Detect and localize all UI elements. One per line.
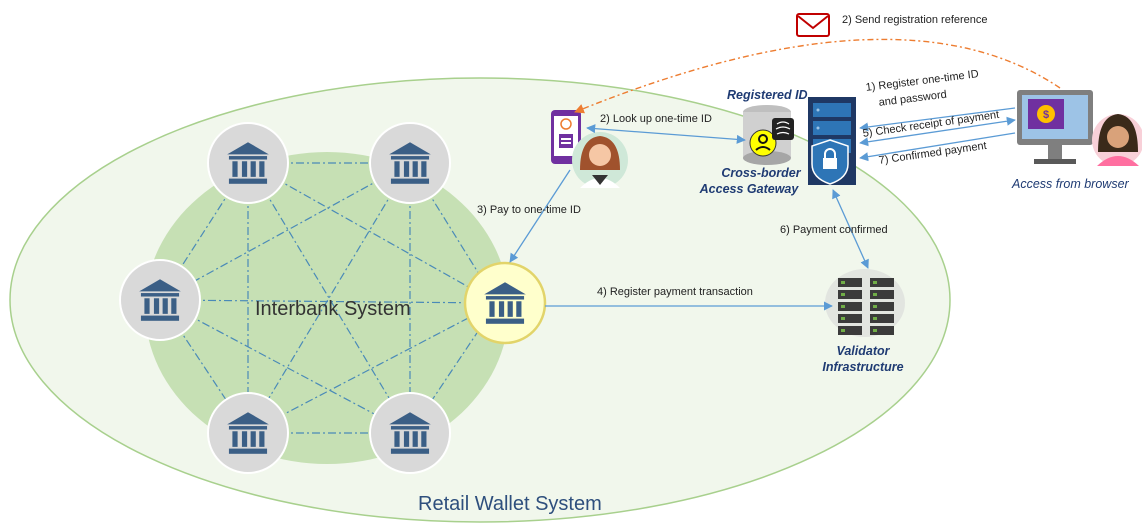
registered-id-label: Registered ID xyxy=(727,88,808,102)
database-icon xyxy=(743,105,794,165)
monitor-icon: $ xyxy=(1017,90,1093,164)
flow-arrows xyxy=(509,107,1016,311)
retail-wallet-label: Retail Wallet System xyxy=(418,493,602,515)
user-avatar-icon xyxy=(1092,114,1142,166)
send-reference-curve xyxy=(574,38,1061,114)
validator-label-line2: Infrastructure xyxy=(822,360,904,374)
step-4-register-transaction: 4) Register payment transaction xyxy=(597,286,753,298)
svg-text:$: $ xyxy=(1043,109,1049,121)
bank-node-left xyxy=(119,259,201,341)
step-6-payment-confirmed: 6) Payment confirmed xyxy=(780,224,888,236)
server-rack-icon xyxy=(825,269,905,337)
step-2-send-reference: 2) Send registration reference xyxy=(842,14,988,26)
bank-node-highlighted xyxy=(463,261,547,345)
server-icon xyxy=(808,97,856,185)
step-2-lookup: 2) Look up one-time ID xyxy=(600,113,712,125)
interbank-label: Interbank System xyxy=(255,298,411,320)
validator-label-line1: Validator xyxy=(836,344,890,358)
browser-access-label: Access from browser xyxy=(1012,177,1129,191)
gateway-label-line1: Cross-border xyxy=(721,166,801,180)
interbank-ellipse xyxy=(145,152,509,464)
user-avatar-icon xyxy=(572,132,628,188)
step-3-pay: 3) Pay to one-time ID xyxy=(477,204,581,216)
phone-icon xyxy=(551,110,581,164)
bank-node-bottom-left xyxy=(207,392,289,474)
bank-node-top-left xyxy=(207,122,289,204)
bank-node-bottom-right xyxy=(369,392,451,474)
gateway-label-line2: Access Gateway xyxy=(699,182,799,196)
mail-icon xyxy=(796,13,830,37)
bank-node-top-right xyxy=(369,122,451,204)
